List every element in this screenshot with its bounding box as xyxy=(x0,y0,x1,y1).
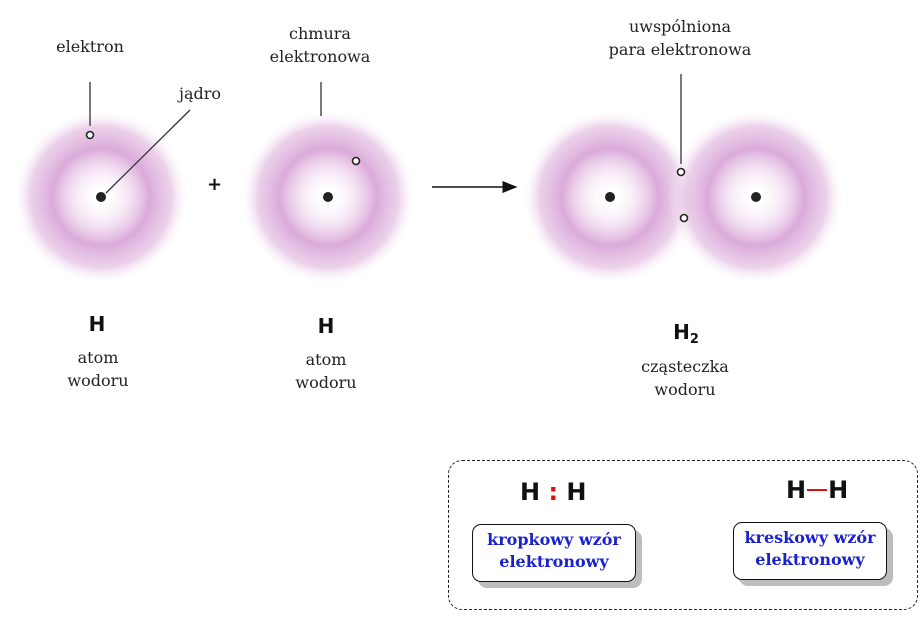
dot-caption-line-2: elektronowy xyxy=(499,552,609,571)
dash-caption-line-2: elektronowy xyxy=(755,550,865,569)
electron-atom-1 xyxy=(85,130,95,140)
dash-caption-card: kreskowy wzór elektronowy xyxy=(733,522,887,580)
label-cloud-line-1: chmura xyxy=(289,24,351,43)
dot-formula: H : H xyxy=(520,478,587,506)
molecule-name-line-1: cząsteczka xyxy=(641,357,729,376)
dash-formula-right-h: H xyxy=(828,476,849,504)
atom-1-name-line-1: atom xyxy=(77,348,119,367)
label-electron: elektron xyxy=(56,37,124,56)
dot-formula-right-h: H xyxy=(566,478,587,506)
nucleus-molecule-left xyxy=(605,192,615,202)
electron-atom-2 xyxy=(351,156,361,166)
molecule-name-line-2: wodoru xyxy=(654,380,716,399)
label-shared-pair-line-1: uwspólniona xyxy=(628,17,732,36)
shared-electron-1 xyxy=(676,167,686,177)
atom-2-symbol: H xyxy=(317,314,335,338)
shared-electron-2 xyxy=(679,213,689,223)
dash-caption-line-1: kreskowy wzór xyxy=(744,528,876,547)
label-nucleus: jądro xyxy=(178,84,222,103)
label-cloud-line-2: elektronowa xyxy=(269,47,371,66)
nucleus-pointer-line xyxy=(105,109,191,194)
molecule-symbol: H2 xyxy=(656,320,716,347)
dash-formula-bond xyxy=(807,489,828,491)
nucleus-molecule-right xyxy=(751,192,761,202)
nucleus-atom-2 xyxy=(323,192,333,202)
molecule-symbol-subscript: 2 xyxy=(689,332,699,347)
dot-formula-left-h: H xyxy=(520,478,541,506)
molecule-symbol-letter: H xyxy=(673,320,690,344)
nucleus-atom-1 xyxy=(96,192,106,202)
atom-1-symbol: H xyxy=(88,312,106,336)
atom-2-name-line-2: wodoru xyxy=(295,373,357,392)
dot-caption-line-1: kropkowy wzór xyxy=(487,530,621,549)
plus-sign: + xyxy=(207,174,223,195)
formulas-frame xyxy=(448,460,918,610)
dot-formula-electron-pair: : xyxy=(548,478,559,506)
dot-caption-card: kropkowy wzór elektronowy xyxy=(472,524,636,582)
atom-1-name-line-2: wodoru xyxy=(67,371,129,390)
atom-2-name-line-1: atom xyxy=(305,350,347,369)
label-shared-pair-line-2: para elektronowa xyxy=(608,40,752,59)
dash-formula-left-h: H xyxy=(786,476,807,504)
